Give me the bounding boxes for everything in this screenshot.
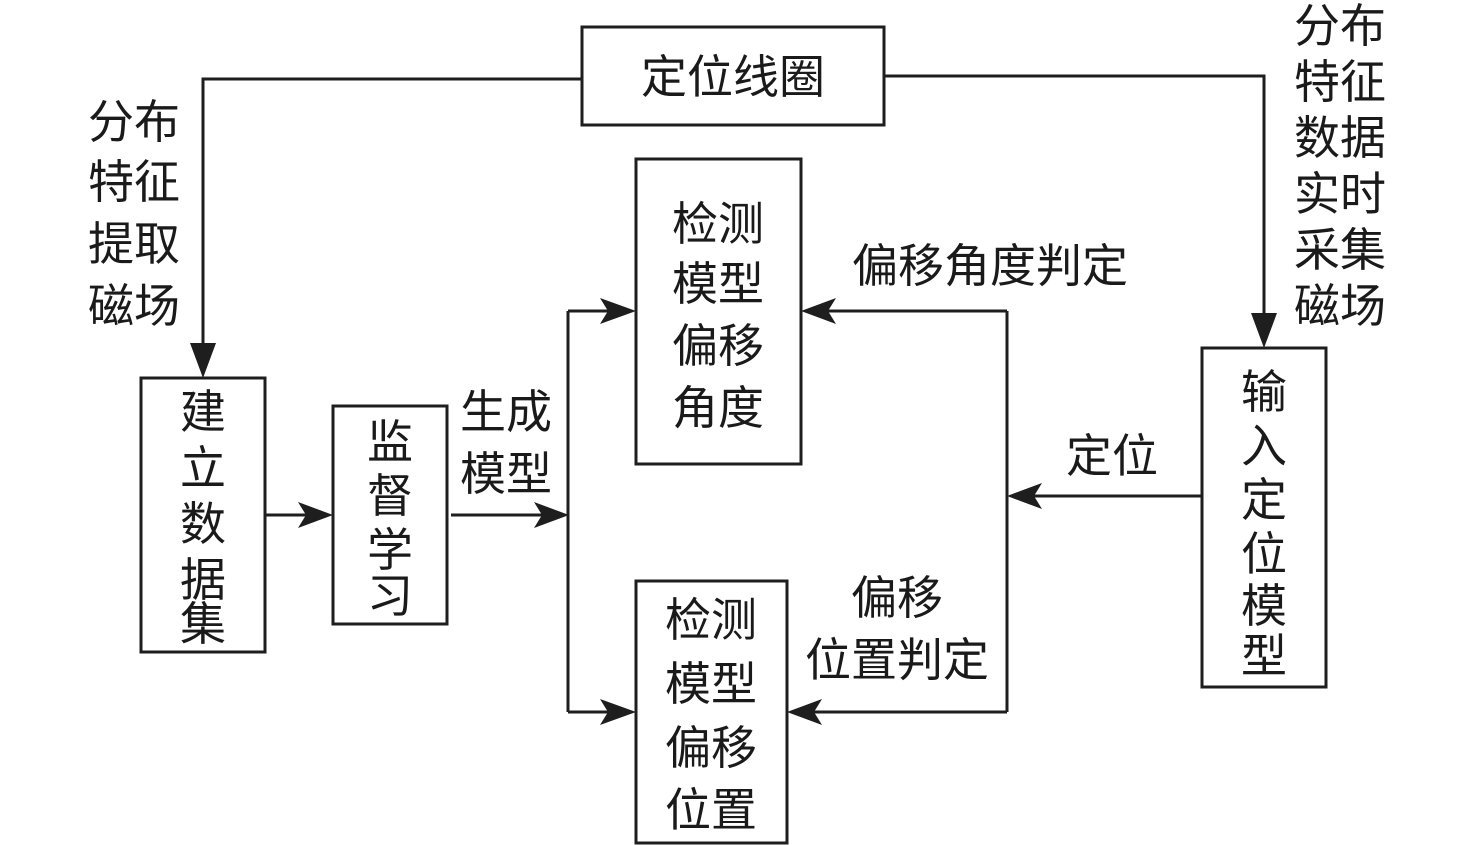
arrowhead-right-icon [600, 298, 636, 324]
node-build-dataset-char: 集 [180, 597, 226, 651]
label-left-extract: 分布 特征 提取 磁场 [88, 95, 180, 333]
label-left-extract-line: 磁场 [88, 279, 180, 333]
node-position-model-line: 模型 [665, 657, 757, 711]
node-input-positioning-model: 输 入 定 位 模 型 [1200, 346, 1328, 689]
node-build-dataset-char: 数 [180, 497, 226, 551]
label-right-collect-line: 磁场 [1294, 279, 1386, 333]
label-position-judge-line: 位置判定 [805, 633, 989, 687]
arrowhead-left-icon [1007, 483, 1042, 509]
node-supervised-learning-char: 监 [367, 415, 413, 469]
node-build-dataset: 建 立 数 据 集 [139, 376, 267, 654]
node-input-model-char: 定 [1241, 473, 1287, 527]
node-input-model-char: 位 [1241, 527, 1287, 581]
node-positioning-coil: 定位线圈 [580, 25, 886, 127]
node-supervised-learning: 监 督 学 习 [331, 404, 449, 626]
node-position-model-line: 位置 [665, 783, 757, 837]
label-right-collect-line: 特征 [1294, 55, 1386, 109]
label-right-collect-line: 采集 [1294, 223, 1386, 277]
label-generate-model-line: 模型 [460, 447, 552, 501]
node-position-detection-model: 检测 模型 偏移 位置 [634, 579, 789, 845]
node-angle-model-line: 偏移 [672, 319, 764, 373]
label-generate-model-line: 生成 [460, 385, 552, 439]
arrowhead-right-icon [534, 502, 569, 528]
connector-coil-to-dataset [201, 77, 582, 360]
arrowhead-down-icon [190, 343, 216, 378]
label-right-collect-line: 数据 [1294, 111, 1386, 165]
node-angle-detection-model: 检测 模型 偏移 角度 [634, 157, 803, 466]
label-right-collect-line: 实时 [1294, 167, 1386, 221]
node-angle-model-line: 角度 [672, 381, 764, 435]
label-positioning: 定位 [1066, 429, 1158, 483]
node-angle-model-line: 模型 [672, 257, 764, 311]
connector-coil-to-input-model [884, 74, 1266, 330]
node-build-dataset-char: 立 [180, 441, 226, 495]
node-angle-model-line: 检测 [672, 197, 764, 251]
label-right-collect-line: 分布 [1294, 0, 1386, 53]
arrowhead-right-icon [298, 502, 333, 528]
arrowhead-left-icon [801, 298, 836, 324]
label-angle-judge: 偏移角度判定 [852, 239, 1128, 293]
arrowhead-down-icon [1251, 313, 1277, 348]
label-left-extract-line: 特征 [88, 155, 180, 209]
node-supervised-learning-char: 督 [367, 469, 413, 523]
node-position-model-line: 偏移 [665, 721, 757, 775]
arrowhead-right-icon [600, 699, 636, 725]
node-supervised-learning-char: 习 [367, 569, 413, 623]
label-left-extract-line: 提取 [88, 217, 180, 271]
label-right-collect: 分布 特征 数据 实时 采集 磁场 [1294, 0, 1386, 333]
arrowhead-left-icon [787, 699, 822, 725]
label-position-judge-line: 偏移 [851, 571, 943, 625]
label-position-judge: 偏移 位置判定 [805, 571, 989, 687]
node-input-model-char: 入 [1241, 419, 1287, 473]
label-generate-model: 生成 模型 [460, 385, 552, 501]
node-input-model-char: 输 [1241, 365, 1287, 419]
node-supervised-learning-char: 学 [367, 523, 413, 577]
label-left-extract-line: 分布 [88, 95, 180, 149]
node-input-model-char: 模 [1241, 579, 1287, 633]
node-build-dataset-char: 建 [180, 385, 226, 439]
node-position-model-line: 检测 [665, 593, 757, 647]
node-positioning-coil-label: 定位线圈 [641, 50, 825, 104]
node-input-model-char: 型 [1241, 629, 1287, 683]
node-build-dataset-char: 据 [180, 553, 226, 607]
